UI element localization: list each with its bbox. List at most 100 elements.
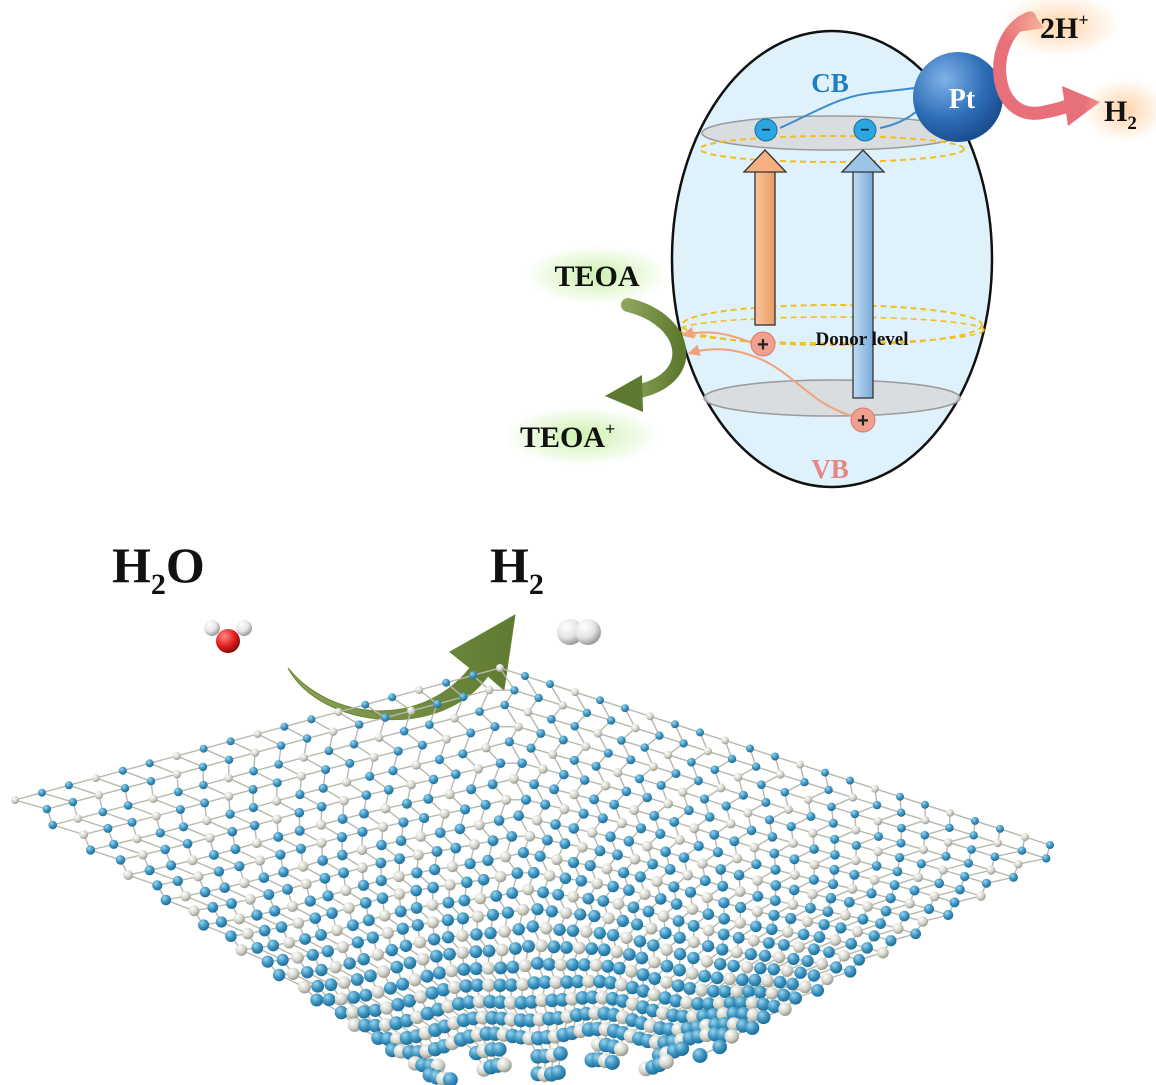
nitrogen-atom xyxy=(699,794,710,804)
nitrogen-atom xyxy=(566,924,580,937)
nitrogen-atom xyxy=(469,962,483,976)
nitrogen-atom xyxy=(276,953,289,967)
lattice-bond xyxy=(499,667,526,677)
nitrogen-atom xyxy=(575,875,588,887)
nitrogen-atom xyxy=(797,928,810,941)
nitrogen-atom xyxy=(825,892,837,904)
nitrogen-atom xyxy=(702,940,715,953)
carbon-atom xyxy=(339,795,349,806)
lattice-bond xyxy=(385,710,412,719)
nitrogen-atom xyxy=(457,962,471,976)
nitrogen-atom xyxy=(459,692,468,702)
lattice-bond xyxy=(176,755,204,768)
nitrogen-atom xyxy=(359,808,369,819)
nitrogen-atom xyxy=(559,769,569,780)
nitrogen-atom xyxy=(687,757,696,767)
lattice-bond xyxy=(68,777,96,786)
carbon-atom xyxy=(377,821,389,833)
carbon-atom xyxy=(235,944,248,956)
nitrogen-atom xyxy=(274,760,284,769)
cb-label: CB xyxy=(811,68,849,98)
nitrogen-atom xyxy=(655,828,666,840)
nitrogen-atom xyxy=(365,771,375,781)
nitrogen-atom xyxy=(64,781,73,790)
carbon-atom xyxy=(680,996,694,1010)
nitrogen-atom xyxy=(207,901,219,913)
nitrogen-atom xyxy=(357,879,370,891)
nitrogen-atom xyxy=(569,755,580,765)
nitrogen-atom xyxy=(756,997,770,1011)
nitrogen-atom xyxy=(388,693,397,702)
nitrogen-atom xyxy=(672,915,685,927)
carbon-nitride-sheet xyxy=(11,664,1054,1085)
nitrogen-atom xyxy=(560,941,573,954)
nitrogen-atom xyxy=(199,780,208,790)
nitrogen-atom xyxy=(941,851,951,861)
carbon-atom xyxy=(444,879,456,891)
nitrogen-atom xyxy=(144,865,155,876)
carbon-atom xyxy=(498,925,511,938)
nitrogen-atom xyxy=(621,786,632,797)
nitrogen-atom xyxy=(355,720,364,729)
carbon-atom xyxy=(296,771,306,781)
nitrogen-atom xyxy=(656,780,666,790)
nitrogen-atom xyxy=(398,817,409,828)
nitrogen-atom xyxy=(359,988,373,1002)
lattice-bond xyxy=(176,748,204,757)
carbon-atom xyxy=(651,876,663,888)
nitrogen-atom xyxy=(892,866,903,877)
nitrogen-atom xyxy=(691,997,705,1011)
nitrogen-atom xyxy=(647,858,658,870)
nitrogen-atom xyxy=(514,995,529,1010)
carbon-atom xyxy=(356,862,368,874)
nitrogen-atom xyxy=(536,728,546,738)
carbon-atom xyxy=(678,787,688,797)
vb-plane xyxy=(703,379,961,417)
nitrogen-atom xyxy=(385,943,398,957)
carbon-atom xyxy=(441,999,456,1014)
carbon-atom xyxy=(610,945,624,959)
nitrogen-atom xyxy=(634,871,646,883)
lattice-bond xyxy=(52,817,78,826)
lattice-bond xyxy=(113,843,144,856)
carbon-atom xyxy=(272,814,282,824)
nitrogen-atom xyxy=(302,734,312,743)
nitrogen-atom xyxy=(788,884,800,896)
nitrogen-atom xyxy=(517,847,530,859)
carbon-atom xyxy=(551,853,563,866)
carbon-atom xyxy=(224,791,234,801)
lattice-bond xyxy=(755,766,781,776)
nitrogen-atom xyxy=(710,765,720,774)
carbon-atom xyxy=(286,900,299,912)
nitrogen-atom xyxy=(306,948,319,961)
nitrogen-atom xyxy=(721,801,731,811)
nitrogen-atom xyxy=(493,815,505,826)
band-diagram: − − + + CB VB Donor level Pt xyxy=(504,0,1156,489)
lattice-bond xyxy=(499,667,515,691)
carbon-atom xyxy=(773,951,786,964)
nitrogen-atom xyxy=(571,974,585,989)
nitrogen-atom xyxy=(529,779,540,790)
nitrogen-atom xyxy=(821,768,829,777)
nitrogen-atom xyxy=(967,845,976,854)
nitrogen-atom xyxy=(442,931,455,944)
nitrogen-atom xyxy=(758,949,772,962)
nitrogen-atom xyxy=(809,844,819,854)
carbon-atom xyxy=(761,974,774,988)
carbon-atom xyxy=(581,742,591,751)
nitrogen-atom xyxy=(215,916,227,928)
lattice-bond xyxy=(378,730,405,739)
nitrogen-atom xyxy=(607,880,619,893)
carbon-atom xyxy=(439,808,450,819)
carbon-atom xyxy=(847,883,858,894)
carbon-atom xyxy=(378,1018,393,1032)
h2-product-label-group: H2 xyxy=(1083,78,1156,142)
carbon-atom xyxy=(481,743,491,753)
carbon-atom xyxy=(471,910,484,923)
lattice-bond xyxy=(799,763,826,774)
nitrogen-atom xyxy=(299,933,311,945)
nitrogen-atom xyxy=(726,1006,741,1021)
carbon-atom xyxy=(613,767,623,778)
nitrogen-atom xyxy=(808,874,820,885)
carbon-atom xyxy=(334,708,343,716)
